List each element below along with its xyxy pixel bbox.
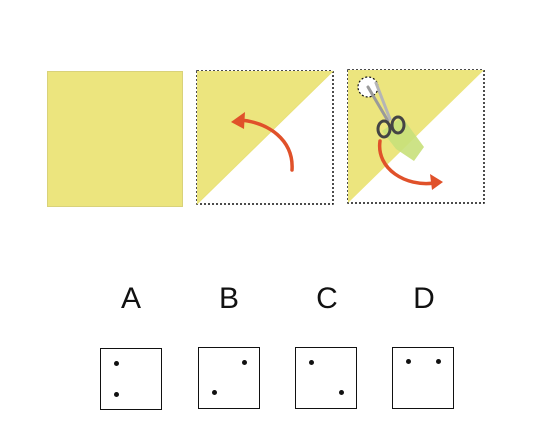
option-label-a: A	[120, 282, 141, 315]
hole-dot	[406, 359, 411, 364]
hole-dot	[114, 392, 119, 397]
hole-dot	[339, 390, 344, 395]
step-2-fold-diagonal	[196, 70, 334, 205]
option-a-box[interactable]	[100, 348, 162, 410]
option-label-d: D	[413, 282, 435, 315]
hole-dot	[212, 390, 217, 395]
scissors-icon	[366, 81, 406, 139]
option-label-c: C	[316, 282, 338, 315]
fold-arrow-icon	[231, 112, 294, 172]
cut-arrow-icon	[378, 139, 443, 190]
step-3-cut-corner	[347, 69, 485, 204]
option-b-box[interactable]	[198, 347, 260, 409]
hole-dot	[242, 360, 247, 365]
step-1-square-paper	[47, 71, 183, 207]
option-d-box[interactable]	[392, 347, 454, 409]
hole-dot	[114, 361, 119, 366]
option-c-box[interactable]	[295, 347, 357, 409]
hole-dot	[309, 360, 314, 365]
hole-dot	[436, 359, 441, 364]
option-label-b: B	[218, 282, 239, 315]
